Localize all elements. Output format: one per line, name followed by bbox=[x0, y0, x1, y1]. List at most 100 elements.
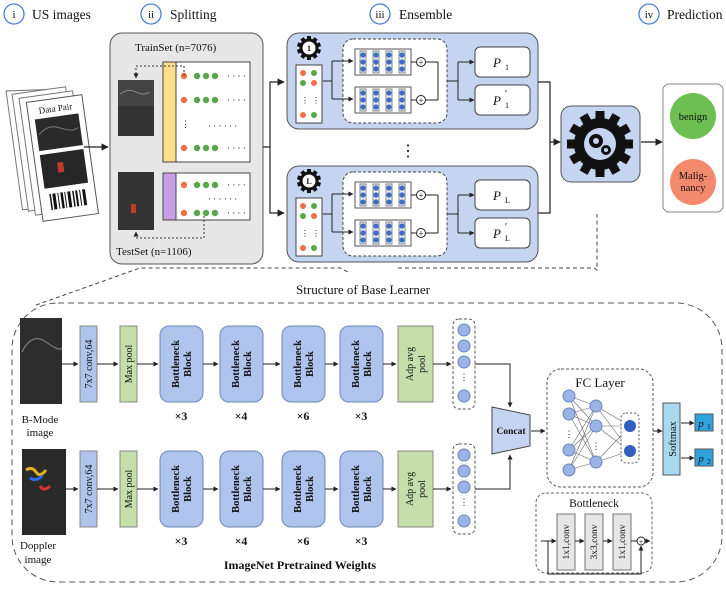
prediction-subscript: L bbox=[505, 234, 510, 243]
adaptive-pool-label: Adp avg bbox=[405, 472, 416, 506]
sample-dot bbox=[311, 112, 317, 118]
gear-tooth bbox=[617, 151, 631, 165]
prediction-symbol: P bbox=[492, 188, 501, 203]
network-node bbox=[399, 199, 405, 205]
sample-dot bbox=[180, 144, 188, 152]
maxpool-label: Max pool bbox=[124, 344, 135, 383]
plus-sign: + bbox=[418, 229, 423, 239]
sample-dot bbox=[202, 96, 210, 104]
learner-gear-icon: L bbox=[296, 169, 322, 193]
softmax-block bbox=[662, 402, 681, 476]
bottleneck-block-label: Bottleneck bbox=[351, 340, 362, 388]
train-selection-arrow bbox=[133, 65, 185, 79]
block-multipliers: ×3×3×4×4×6×6×3×3 bbox=[175, 409, 368, 548]
p1-label: p bbox=[697, 418, 704, 430]
fc-edge bbox=[568, 395, 597, 463]
sample-dot bbox=[211, 72, 219, 80]
feature-ellipsis: ⋮ bbox=[460, 372, 469, 382]
sample-dot bbox=[311, 70, 317, 76]
bottleneck-detail-title: Bottleneck bbox=[569, 498, 619, 510]
feature-node bbox=[457, 464, 471, 478]
sample-dot bbox=[311, 245, 317, 251]
gear-tooth bbox=[579, 113, 593, 127]
network-node bbox=[373, 90, 379, 96]
testset-label: TestSet (n=1106) bbox=[116, 246, 192, 258]
bottleneck-block-label: Block bbox=[243, 476, 254, 502]
bottleneck-block-label: Block bbox=[183, 476, 194, 502]
stage-label: Ensemble bbox=[399, 7, 452, 22]
conv-layer-label: 3x3,conv bbox=[590, 524, 600, 559]
network-node bbox=[373, 104, 379, 110]
add-node bbox=[416, 228, 426, 238]
prediction-prime: ′ bbox=[505, 222, 507, 233]
gear-tooth bbox=[623, 139, 633, 149]
feature-node bbox=[457, 514, 471, 528]
test-selection-arrow bbox=[133, 216, 205, 239]
fc-layer-title: FC Layer bbox=[575, 375, 625, 390]
bottleneck-block-label: Block bbox=[363, 476, 374, 502]
sample-dot bbox=[211, 181, 219, 189]
network-node bbox=[386, 237, 392, 243]
conv-layer-label: 1x1,conv bbox=[618, 524, 628, 559]
p2-label: p bbox=[697, 453, 704, 465]
learner-index: L bbox=[306, 177, 311, 186]
gear-tooth bbox=[607, 161, 621, 175]
multiplier-label: ×6 bbox=[297, 534, 310, 548]
network-node bbox=[373, 223, 379, 229]
sample-dots: · · · ·· · · ·· · · ·⋮· · · · · ·· · · ·… bbox=[180, 71, 246, 218]
multiplier-label: ×3 bbox=[355, 534, 368, 548]
fc-output-node bbox=[624, 445, 636, 457]
stage-label: Splitting bbox=[170, 7, 217, 22]
network-node bbox=[373, 199, 379, 205]
network-node bbox=[399, 237, 405, 243]
network-node bbox=[373, 59, 379, 65]
skip-connection bbox=[547, 541, 644, 575]
network-node bbox=[373, 185, 379, 191]
imagenet-caption: ImageNet Pretrained Weights bbox=[224, 558, 377, 572]
network-node bbox=[386, 59, 392, 65]
sample-dot bbox=[180, 209, 188, 217]
fc-hidden-node bbox=[589, 399, 603, 413]
plus-sign: + bbox=[639, 538, 644, 547]
base-learner-panel bbox=[11, 302, 723, 583]
bottleneck-block-label: Bottleneck bbox=[171, 465, 182, 513]
fc-hidden-node bbox=[589, 455, 603, 469]
network-node bbox=[386, 52, 392, 58]
bottleneck-block-label: Bottleneck bbox=[351, 465, 362, 513]
learner-gear-icon: 1 bbox=[296, 36, 322, 60]
network-node bbox=[360, 97, 366, 103]
p2-output bbox=[694, 448, 714, 467]
row-ellipsis: · · · · bbox=[227, 71, 246, 81]
sample-dot bbox=[211, 96, 219, 104]
network-node bbox=[360, 59, 366, 65]
gear-tooth bbox=[607, 113, 621, 127]
sample-dot bbox=[202, 72, 210, 80]
sample-dot bbox=[211, 209, 219, 217]
sample-dot bbox=[202, 209, 210, 217]
base-learner-title: Structure of Base Learner bbox=[296, 282, 431, 297]
feature-node bbox=[457, 355, 471, 369]
stage-number-badge bbox=[369, 3, 391, 25]
p1-subscript: 1 bbox=[707, 422, 711, 431]
test-image-thumb bbox=[118, 172, 154, 230]
sample-dot bbox=[300, 245, 306, 251]
stage-label: US images bbox=[32, 7, 91, 22]
network-node bbox=[360, 185, 366, 191]
sample-dot bbox=[180, 181, 188, 189]
fc-edge bbox=[568, 395, 597, 427]
test-label-bar bbox=[162, 172, 177, 221]
add-node bbox=[416, 190, 426, 200]
stage-number-badge bbox=[140, 3, 162, 25]
sample-dot bbox=[211, 144, 219, 152]
column-ellipsis: ⋮ bbox=[301, 229, 309, 238]
p2-subscript: 2 bbox=[707, 457, 711, 466]
network-node bbox=[373, 97, 379, 103]
malignancy-node bbox=[670, 159, 716, 205]
row-ellipsis: · · · · · · bbox=[208, 121, 237, 131]
network-node bbox=[386, 66, 392, 72]
prediction-symbol: P bbox=[492, 55, 501, 70]
bottleneck-block-label: Block bbox=[305, 476, 316, 502]
adaptive-pool-label: Adp avg bbox=[405, 347, 416, 381]
data-pair-label: Data Pair bbox=[38, 101, 73, 116]
